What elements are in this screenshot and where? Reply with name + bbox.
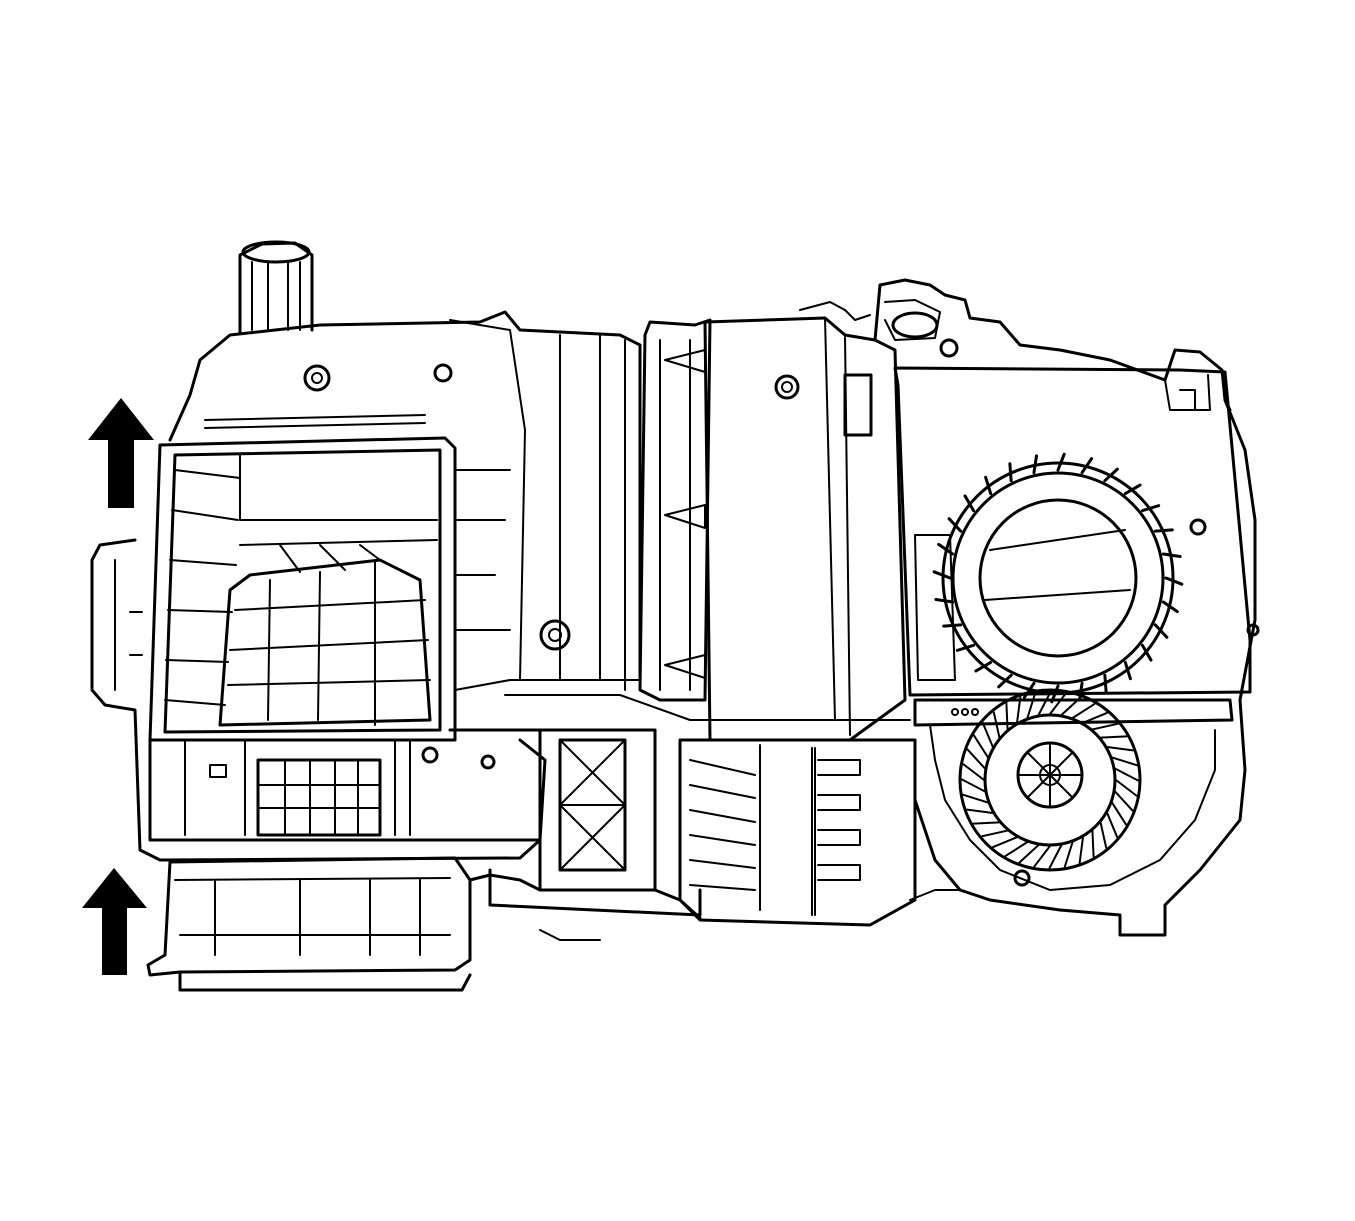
filter-cover	[703, 316, 907, 742]
center-braced-panel	[488, 728, 702, 941]
blower-inlet-plate	[893, 366, 1252, 704]
lower-lift-arrow	[82, 868, 147, 975]
blower-scroll-housing	[913, 398, 1260, 937]
left-upper-housing	[168, 240, 642, 691]
center-tower	[638, 318, 712, 702]
front-inlet-box	[148, 436, 457, 742]
bottom-frame	[454, 679, 961, 920]
evaporator-core	[678, 738, 917, 927]
left-base-housing	[90, 538, 547, 992]
blower-upper-housing	[799, 278, 1232, 412]
lower-grid-section	[148, 728, 542, 842]
upper-lift-arrow	[88, 398, 154, 508]
